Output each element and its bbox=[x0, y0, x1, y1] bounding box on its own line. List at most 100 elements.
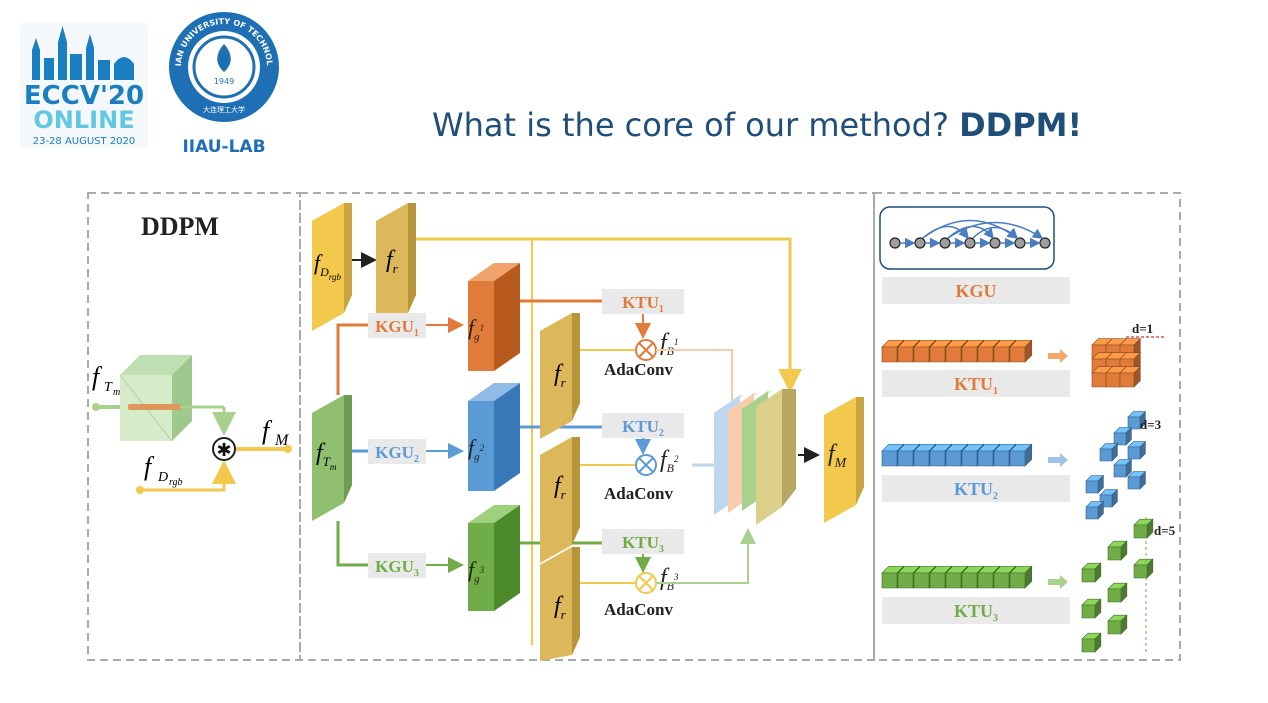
lab-name: IIAU-LAB bbox=[182, 137, 265, 155]
kernel-f-g2 bbox=[468, 383, 520, 491]
dilation-1-kernel bbox=[1091, 337, 1142, 388]
kernel-cell bbox=[1009, 565, 1033, 589]
dilated-kernel-cell bbox=[1107, 582, 1128, 603]
ktu-3-legend-label: KTU bbox=[954, 601, 993, 621]
dilated-kernel-cell bbox=[1113, 458, 1133, 478]
slab-f-r-2 bbox=[540, 437, 580, 563]
kgu-legend-chip: KGU bbox=[882, 277, 1070, 304]
ktu-1-kernel-row bbox=[881, 339, 1033, 363]
dilated-kernel-cell bbox=[1127, 410, 1147, 430]
svg-text:rgb: rgb bbox=[169, 477, 183, 488]
ktu-3-legend-sub: 3 bbox=[993, 613, 998, 624]
ktu-2-label: KTU bbox=[622, 417, 659, 436]
eccv-logo: ECCV'20 ONLINE 23-28 AUGUST 2020 bbox=[20, 22, 148, 148]
svg-text:KTU1: KTU1 bbox=[954, 374, 998, 397]
kgu-3-chip: KGU3 bbox=[368, 553, 426, 579]
kgu-legend-label: KGU bbox=[955, 281, 996, 301]
dilated-kernel-cell bbox=[1099, 442, 1119, 462]
kernel-cell bbox=[1009, 339, 1033, 363]
svg-text:M: M bbox=[274, 432, 290, 449]
kgu-3-sub: 3 bbox=[414, 568, 419, 579]
dilated-kernel-cell bbox=[1081, 632, 1102, 653]
ktu-1-sub: 1 bbox=[659, 304, 664, 315]
eccv-line2: ONLINE bbox=[33, 106, 134, 134]
kgu-graph-box bbox=[879, 206, 1055, 270]
svg-text:KGU2: KGU2 bbox=[375, 443, 419, 465]
dut-chinese: 大连理工大学 bbox=[203, 105, 245, 114]
svg-text:f: f bbox=[92, 362, 103, 391]
target-feature-cube bbox=[119, 355, 192, 442]
concatenated-features bbox=[714, 389, 796, 525]
ktu-3-kernel-row bbox=[881, 565, 1033, 589]
dilated-kernel-cell bbox=[1133, 518, 1154, 539]
ktu-3-sub: 3 bbox=[659, 544, 664, 555]
conv-op-1-icon bbox=[635, 339, 657, 361]
slab-f-r-1 bbox=[540, 313, 580, 439]
dilated-kernel-cell bbox=[1085, 474, 1105, 494]
panel-right bbox=[873, 192, 1181, 661]
adaconv-label-1: AdaConv bbox=[604, 360, 673, 379]
dilated-kernel-cell bbox=[1133, 558, 1154, 579]
svg-text:KTU2: KTU2 bbox=[622, 417, 664, 439]
dilated-kernel-cell bbox=[1127, 470, 1147, 490]
dilated-kernel-cell bbox=[1113, 426, 1133, 446]
label-f-b2: fB2 bbox=[660, 447, 679, 475]
dilation-5-label: d=5 bbox=[1154, 523, 1176, 538]
svg-text:D: D bbox=[157, 470, 168, 485]
ktu-1-legend-sub: 1 bbox=[993, 386, 998, 397]
dilated-kernel-cell bbox=[1085, 500, 1105, 520]
svg-text:f: f bbox=[144, 452, 155, 481]
svg-text:KTU1: KTU1 bbox=[622, 293, 664, 315]
dilated-kernel-cell bbox=[1119, 365, 1142, 388]
panel-middle bbox=[299, 192, 875, 661]
fusion-operator-icon: ✱ bbox=[212, 437, 236, 461]
dilation-5-kernel bbox=[1081, 518, 1154, 653]
adaconv-label-3: AdaConv bbox=[604, 600, 673, 619]
ktu-2-chip: KTU2 bbox=[602, 413, 684, 439]
ktu-1-legend-chip: KTU1 bbox=[882, 370, 1070, 397]
kernel-cell bbox=[993, 565, 1017, 589]
dilated-kernel-cell bbox=[1081, 598, 1102, 619]
ktu-3-legend-chip: KTU3 bbox=[882, 597, 1070, 624]
slab-f-m-output bbox=[824, 397, 864, 523]
kernel-f-g1 bbox=[468, 263, 520, 371]
svg-text:KGU1: KGU1 bbox=[375, 317, 419, 339]
ktu-2-legend-sub: 2 bbox=[993, 491, 998, 502]
dilated-kernel-cell bbox=[1099, 488, 1119, 508]
svg-text:KTU3: KTU3 bbox=[622, 533, 664, 555]
adaconv-label-2: AdaConv bbox=[604, 484, 673, 503]
kernel-f-g3 bbox=[468, 505, 520, 611]
panel-left-title: DDPM bbox=[141, 212, 219, 241]
slab-f-drgb bbox=[312, 203, 352, 331]
svg-text:m: m bbox=[113, 387, 120, 398]
kgu-2-chip: KGU2 bbox=[368, 439, 426, 465]
kgu-2-sub: 2 bbox=[414, 454, 419, 465]
kernel-cell bbox=[1009, 443, 1033, 467]
dilation-1-label: d=1 bbox=[1132, 321, 1153, 336]
svg-text:✱: ✱ bbox=[216, 440, 231, 461]
slab-f-r-3 bbox=[540, 547, 580, 661]
ktu-2-legend-label: KTU bbox=[954, 479, 993, 499]
ktu-1-chip: KTU1 bbox=[602, 289, 684, 315]
ktu-1-legend-label: KTU bbox=[954, 374, 993, 394]
dilation-3-kernel bbox=[1085, 410, 1147, 520]
conv-op-3-icon bbox=[635, 572, 657, 594]
svg-text:T: T bbox=[104, 380, 113, 395]
conv-op-2-icon bbox=[635, 454, 657, 476]
title-text: What is the core of our method? bbox=[432, 106, 960, 144]
page-title: What is the core of our method? DDPM! bbox=[432, 106, 1082, 144]
dilated-kernel-cell bbox=[1081, 562, 1102, 583]
slab-f-r-top bbox=[376, 203, 416, 331]
dilated-kernel-cell bbox=[1127, 440, 1147, 460]
label-f-b1: fB1 bbox=[660, 330, 679, 358]
svg-text:f: f bbox=[262, 416, 273, 445]
kgu-2-label: KGU bbox=[375, 443, 414, 462]
dilated-kernel-cell bbox=[1107, 614, 1128, 635]
ktu-3-chip: KTU3 bbox=[602, 529, 684, 555]
kgu-1-sub: 1 bbox=[414, 328, 419, 339]
kgu-1-label: KGU bbox=[375, 317, 414, 336]
dut-year: 1949 bbox=[214, 77, 234, 86]
svg-text:KTU3: KTU3 bbox=[954, 601, 998, 624]
